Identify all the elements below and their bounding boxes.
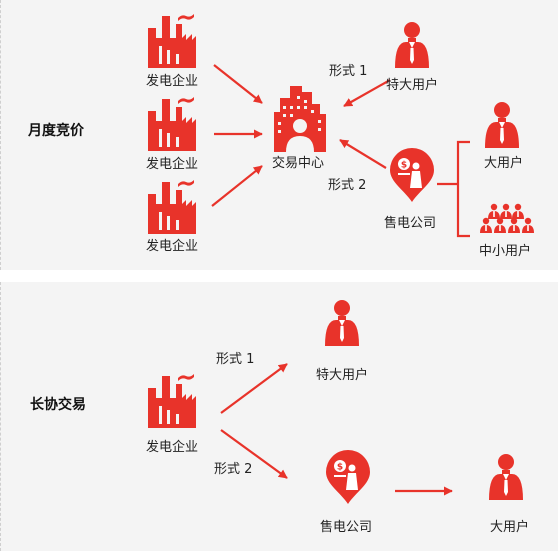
generator-label: 发电企业 <box>146 239 199 254</box>
large-user-label: 特大用户 <box>386 78 439 93</box>
factory-icon <box>148 374 196 428</box>
factory-icon <box>148 97 196 151</box>
form1-label: 形式 1 <box>329 64 368 79</box>
large-user-label: 特大用户 <box>316 368 369 383</box>
generator-label: 发电企业 <box>146 74 199 89</box>
factory-icon <box>148 14 196 68</box>
section-title: 月度竞价 <box>28 123 84 139</box>
panel-border <box>0 282 2 551</box>
section-title: 长协交易 <box>30 397 86 413</box>
form1-label: 形式 1 <box>216 352 255 367</box>
big-user-label: 大用户 <box>490 520 530 535</box>
small-users-label: 中小用户 <box>479 244 532 259</box>
exchange-label: 交易中心 <box>272 156 325 171</box>
generator-label: 发电企业 <box>146 157 199 172</box>
arrow-icon <box>220 363 453 496</box>
generator-label: 发电企业 <box>146 440 199 455</box>
businessman-icon <box>325 300 359 346</box>
businessman-icon <box>395 22 429 68</box>
retailer-label: 售电公司 <box>384 216 437 231</box>
factory-icon <box>148 180 196 234</box>
retailer-pin-icon <box>390 148 434 202</box>
form2-label: 形式 2 <box>328 178 367 193</box>
businessman-icon <box>485 102 519 148</box>
retailer-pin-icon <box>326 450 370 504</box>
building-icon <box>274 86 326 152</box>
group-icon <box>480 203 534 233</box>
long-term-contract-panel <box>0 282 558 551</box>
arrow-icon <box>211 64 470 238</box>
businessman-icon <box>489 454 523 500</box>
big-user-label: 大用户 <box>484 156 524 171</box>
form2-label: 形式 2 <box>214 462 253 477</box>
retailer-label: 售电公司 <box>320 520 373 535</box>
panel-border <box>0 0 2 270</box>
